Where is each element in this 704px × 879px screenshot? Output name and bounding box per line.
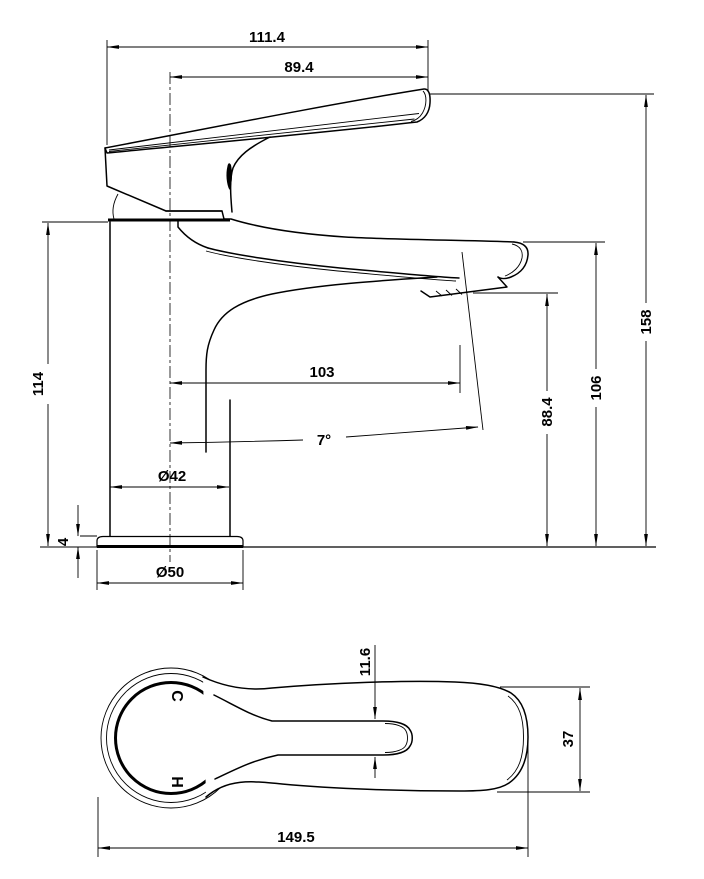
outlet-axis-line — [461, 251, 484, 431]
knob-label-cold: C — [168, 690, 185, 702]
handle-crease-shade — [226, 163, 232, 190]
dim-label-height-outlet: 88.4 — [539, 397, 556, 427]
dim-label-reach-handle: 89.4 — [284, 59, 314, 76]
handle-top-profile — [202, 676, 529, 798]
dim-label-reach-total: 111.4 — [249, 29, 286, 46]
dim-label-width-handle: 37 — [560, 731, 577, 748]
spout-outlet — [420, 276, 508, 298]
spout — [205, 218, 529, 453]
dimension-length-handle: 149.5 — [97, 741, 529, 857]
dimension-outlet-angle: 7° — [169, 425, 479, 449]
dimension-reach-spout: 103 — [169, 345, 461, 393]
dimension-height-total: 158 — [430, 93, 655, 547]
dim-label-dia-base: Ø50 — [156, 564, 184, 581]
dim-label-dia-body: Ø42 — [158, 468, 186, 485]
dim-label-outlet-angle: 7° — [317, 432, 331, 449]
aerator-ticks — [435, 288, 463, 297]
dimension-height-body: 114 — [30, 221, 108, 548]
dimension-base-thickness: 4 — [55, 505, 97, 578]
dim-label-reach-spout: 103 — [309, 364, 334, 381]
dimension-width-handle: 37 — [497, 686, 590, 793]
dim-label-length-handle: 149.5 — [277, 829, 315, 846]
dim-label-height-total: 158 — [638, 309, 655, 334]
dimension-dia-base: Ø50 — [96, 550, 244, 590]
column-and-base — [96, 221, 656, 548]
dim-label-base-thickness: 4 — [55, 537, 72, 546]
handle-slot — [213, 694, 413, 780]
dim-label-slot-width: 11.6 — [357, 648, 374, 676]
dimension-slot-width: 11.6 — [357, 645, 377, 778]
knob-label-hot: H — [168, 776, 185, 788]
top-view: C H 11.6 37 149.5 — [97, 645, 590, 857]
side-view: 111.4 89.4 158 106 88.4 — [30, 29, 656, 590]
spout-front-arc — [205, 276, 438, 453]
handle-side-profile — [104, 88, 431, 220]
dimension-dia-body: Ø42 — [109, 468, 230, 489]
dimension-reach-handle: 89.4 — [169, 59, 429, 79]
dimension-height-spout: 106 — [523, 241, 605, 547]
dim-label-height-body: 114 — [30, 371, 47, 396]
base-plate — [96, 535, 244, 548]
dimension-reach-total: 111.4 — [106, 29, 429, 145]
dim-label-height-spout: 106 — [588, 375, 605, 400]
dimension-height-outlet: 88.4 — [473, 292, 558, 547]
valve-body — [108, 193, 230, 249]
